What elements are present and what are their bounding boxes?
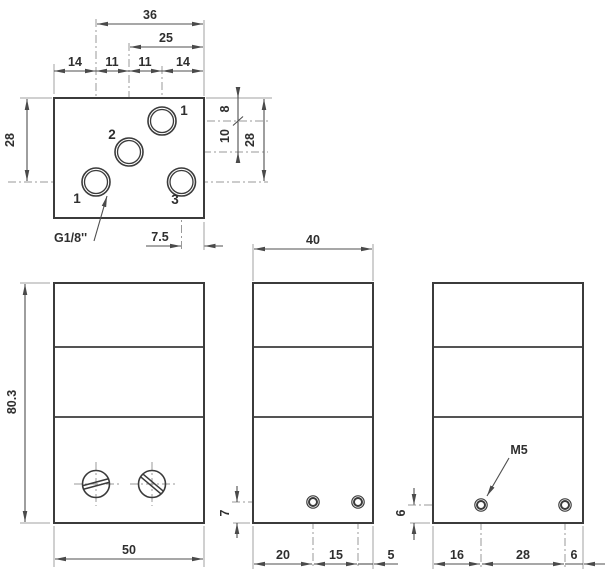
dim-text-5: 5 — [388, 548, 395, 562]
dim-text-14-left: 14 — [68, 55, 82, 69]
dim-text-36: 36 — [143, 8, 157, 22]
dim-text-28-right: 28 — [243, 133, 257, 147]
dim-text-25: 25 — [159, 31, 173, 45]
port-3-circle — [166, 167, 197, 197]
front-view-outline — [53, 282, 205, 524]
top-view-block-outline — [53, 97, 205, 219]
dim-text-40: 40 — [306, 233, 320, 247]
thread-leader-line — [93, 195, 108, 242]
port-label-2: 2 — [108, 127, 116, 142]
dim-text-28-left: 28 — [3, 133, 17, 147]
dim-text-7: 7 — [218, 509, 232, 516]
plug-screw-right — [130, 462, 175, 506]
plug-screw-left — [74, 462, 119, 506]
right-view-outline — [432, 282, 584, 524]
m5-thread-label: M5 — [510, 443, 527, 457]
dim-text-14-right: 14 — [176, 55, 190, 69]
dim-text-16: 16 — [450, 548, 464, 562]
front-view-extension-lines — [20, 282, 205, 567]
port-label-1-bottom: 1 — [73, 191, 81, 206]
right-view: M5 16 28 6 — [408, 282, 605, 569]
dim-text-80-3: 80.3 — [5, 390, 19, 414]
port-1-top-circle — [147, 106, 177, 136]
port-label-3: 3 — [171, 192, 179, 207]
right-view-extension-lines — [432, 526, 584, 569]
dim-text-28: 28 — [516, 548, 530, 562]
m5-tapped-hole — [558, 498, 572, 512]
m5-tapped-hole — [474, 498, 488, 512]
dim-text-6-height: 6 — [394, 509, 408, 516]
dim-text-11-left: 11 — [105, 55, 118, 69]
top-view: 36 25 14 11 11 14 28 8 10 28 7.5 G1/8'' … — [3, 8, 272, 252]
dim-text-8: 8 — [218, 105, 232, 112]
front-view: 80.3 50 — [5, 282, 205, 567]
mounting-hole — [351, 495, 365, 509]
port-label-1-top: 1 — [180, 103, 188, 118]
middle-view: 40 7 20 15 5 6 — [218, 233, 430, 569]
mounting-hole — [306, 495, 320, 509]
dim-text-6: 6 — [571, 548, 578, 562]
port-1-bottom-circle — [81, 167, 111, 197]
dim-text-11-right: 11 — [138, 55, 151, 69]
right-view-dimension-lines — [434, 457, 605, 567]
dim-text-15: 15 — [329, 548, 343, 562]
port-2-circle — [114, 137, 144, 167]
m5-leader-line — [486, 457, 510, 497]
thread-note-label: G1/8'' — [54, 231, 87, 245]
top-view-dimension-lines — [24, 21, 267, 249]
dim-text-10: 10 — [218, 129, 232, 143]
dim-text-7-5: 7.5 — [151, 230, 168, 244]
dim-tick — [232, 116, 244, 126]
middle-view-outline — [252, 282, 374, 524]
dim-text-50: 50 — [122, 543, 136, 557]
dim-text-20: 20 — [276, 548, 290, 562]
middle-view-dimension-lines — [234, 246, 417, 567]
middle-view-extension-lines — [233, 244, 430, 569]
